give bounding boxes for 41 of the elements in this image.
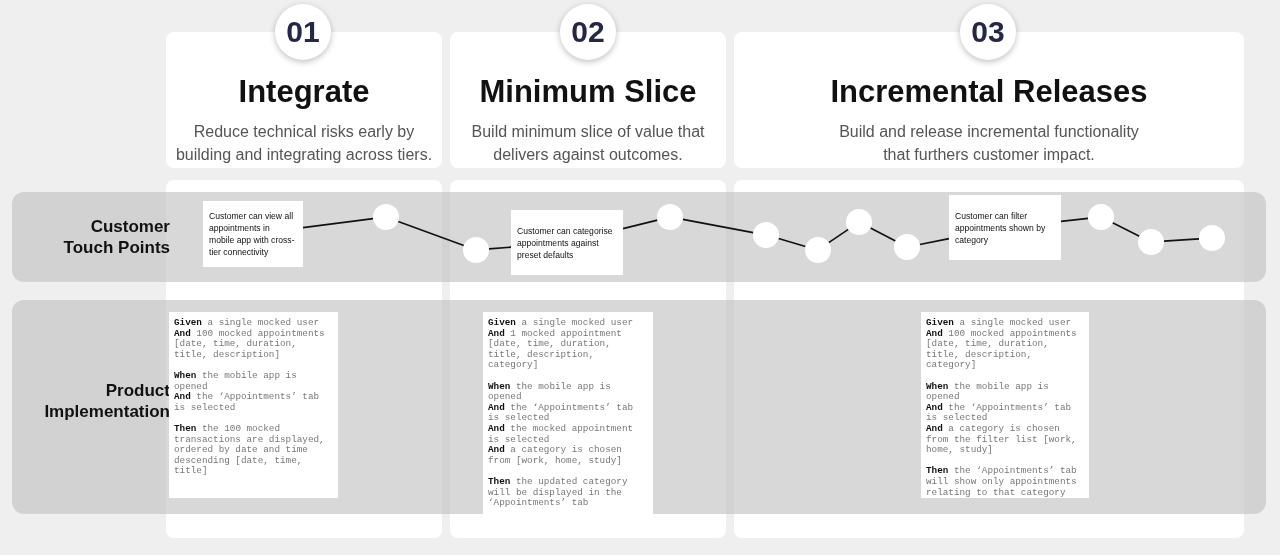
lane-label: Customer Touch Points (62, 216, 170, 258)
scenario-card (169, 312, 338, 498)
connector-line (1060, 217, 1089, 223)
column-description: Build minimum slice of value that delivers against outcomes. (470, 122, 706, 165)
number-badge: 02 (560, 4, 616, 60)
touch-point-box: Customer can filter appointments shown by category (949, 195, 1061, 260)
scenario-step: Then the ‘Appointments’ tab will show only appointments relating to that category (926, 466, 1084, 499)
number-badge: 01 (275, 4, 331, 60)
scenario-step: And a category is chosen from the filter list [work, home, study] (926, 423, 1084, 456)
scenario-step: And the ‘Appointments’ tab is selected (174, 392, 333, 414)
connector-line (622, 219, 659, 230)
connector-line (1163, 238, 1200, 242)
swimlane-band (12, 192, 1266, 282)
scenario-card (921, 312, 1089, 498)
scenario-step: And 100 mocked appointments [date, time, duration, title, description] (174, 328, 333, 361)
lane-label: Product Implementation (43, 380, 170, 422)
connector-line (869, 227, 897, 242)
column-title: Minimum Slice (478, 73, 698, 111)
touch-point-box: Customer can categorise appointments against preset defaults (511, 210, 623, 275)
scenario-step: Given a single mocked user (926, 318, 1084, 329)
scenario-step: And 100 mocked appointments [date, time, duration, title, description, category] (926, 328, 1084, 371)
touch-point-box: Customer can view all appointments in mobile app with cross-tier connectivity (203, 201, 303, 267)
scenario-step: Given a single mocked user (488, 318, 648, 329)
connector-line (682, 218, 754, 234)
connector-line (302, 217, 374, 229)
scenario-step: Then the updated category will be displayed in the ‘Appointments’ tab (488, 476, 648, 509)
connector-line (919, 237, 950, 246)
column-title: Incremental Releases (829, 73, 1149, 111)
scenario-step: Then the 100 mocked transactions are displayed, ordered by date and time descending [date, time, title] (174, 423, 333, 477)
connector-line (1111, 222, 1141, 237)
scenario-step: And a category is chosen from [work, home, study] (488, 445, 648, 467)
connector-line (488, 246, 512, 250)
connector-line (777, 237, 807, 248)
connector-line (397, 220, 465, 247)
scenario-step: And 1 mocked appointment [date, time, duration, title, description, category] (488, 328, 648, 371)
scenario-step: Given a single mocked user (174, 318, 333, 329)
column-title: Integrate (237, 73, 371, 111)
number-badge: 03 (960, 4, 1016, 60)
column-description: Reduce technical risks early by building and integrating across tiers. (174, 122, 434, 165)
column-description: Build and release incremental functionality that furthers customer impact. (838, 122, 1140, 165)
connector-line (827, 228, 850, 244)
